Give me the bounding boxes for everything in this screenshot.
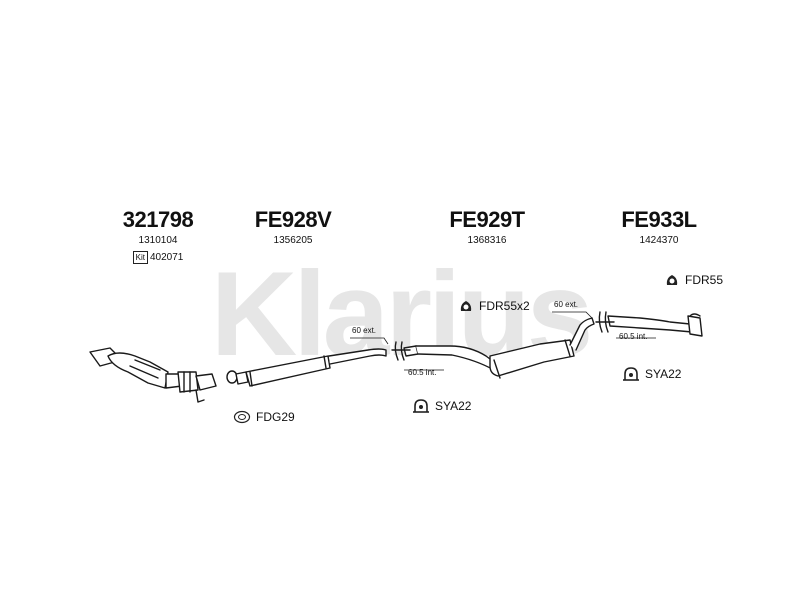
catalytic-converter-part[interactable] [89, 347, 217, 403]
clamp-1-icon [391, 341, 411, 361]
accessory-sya22-right[interactable]: SYA22 [622, 366, 681, 382]
clamp-icon [413, 399, 429, 413]
clamp-2-icon [595, 311, 615, 333]
front-silencer-part[interactable] [226, 348, 387, 387]
accessory-label: SYA22 [645, 367, 682, 381]
part-code: 321798 [122, 207, 194, 232]
accessory-label: FDR55x2 [479, 299, 530, 313]
part-code: FE929T [449, 207, 525, 232]
rear-silencer-part[interactable] [607, 313, 703, 337]
part-block-FE933L[interactable]: FE933L 1424370 [614, 208, 704, 248]
dimension-label-ext-2: 60 ext. [554, 300, 579, 309]
part-code: FE933L [621, 207, 697, 232]
accessory-fdg29[interactable]: FDG29 [233, 410, 295, 424]
part-block-FE929T[interactable]: FE929T 1368316 [442, 208, 532, 248]
part-number: 1356205 [273, 235, 313, 246]
rubber-hanger-icon [460, 301, 472, 311]
kit-row: Kit 402071 [118, 251, 198, 264]
accessory-label: FDR55 [685, 273, 724, 287]
dimension-label-ext-1: 60 ext. [352, 326, 377, 335]
part-code: FE928V [254, 207, 332, 232]
accessory-fdr55x2[interactable]: FDR55x2 [458, 298, 530, 314]
part-number: 1424370 [639, 235, 679, 246]
accessory-label: FDG29 [256, 410, 295, 424]
part-number: 1368316 [467, 235, 507, 246]
accessory-fdr55[interactable]: FDR55 [664, 272, 723, 288]
dimension-label-int-1: 60.5 int. [408, 368, 437, 377]
mid-silencer-part[interactable] [403, 317, 595, 379]
part-block-321798[interactable]: 321798 1310104 Kit 402071 [118, 208, 198, 264]
part-number: 1310104 [138, 235, 178, 246]
rubber-hanger-icon [666, 275, 678, 285]
kit-badge-icon: Kit [132, 251, 148, 264]
dimension-label-int-2: 60.5 int. [619, 332, 648, 341]
accessory-label: SYA22 [435, 399, 472, 413]
gasket-icon [233, 410, 251, 424]
kit-number: 402071 [149, 252, 184, 263]
part-block-FE928V[interactable]: FE928V 1356205 [248, 208, 338, 248]
clamp-icon [623, 367, 639, 381]
accessory-sya22-mid[interactable]: SYA22 [412, 398, 471, 414]
